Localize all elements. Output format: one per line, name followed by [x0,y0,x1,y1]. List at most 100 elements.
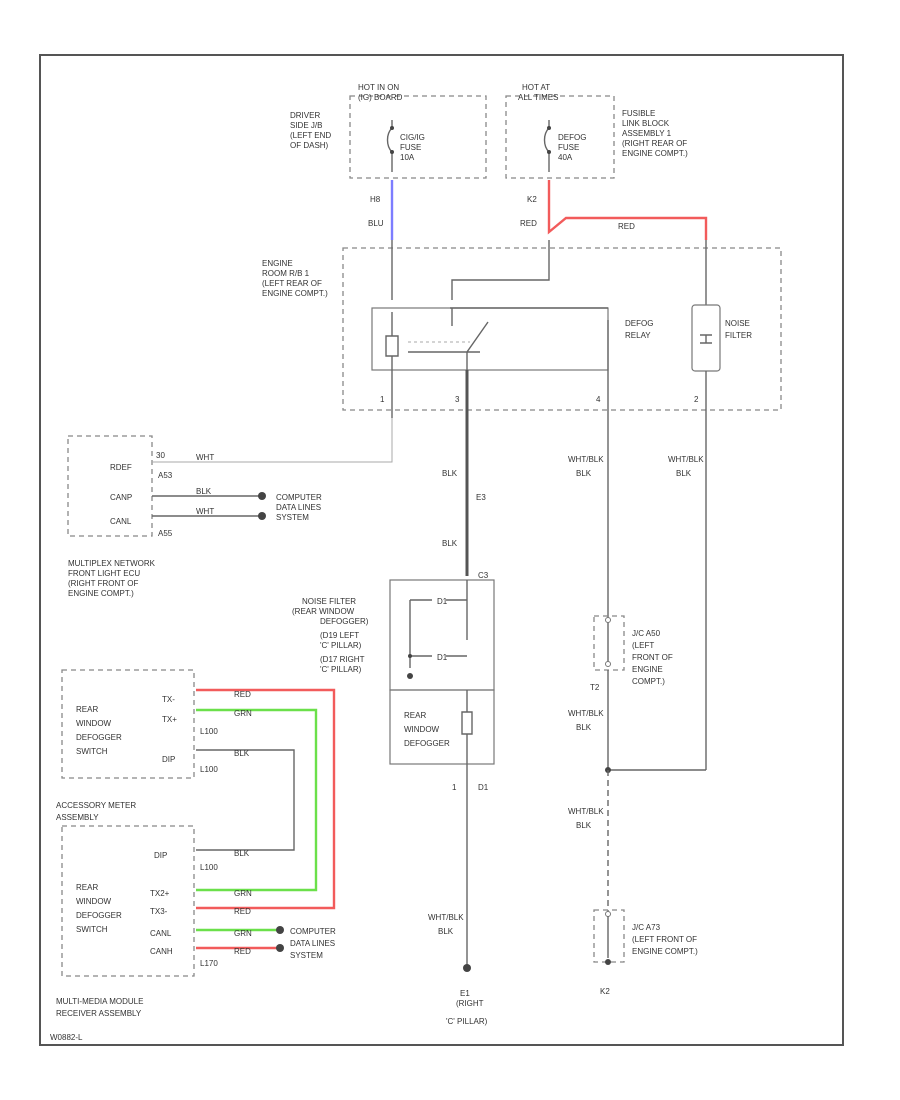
wire-blk-label-r4: BLK [576,821,592,830]
switch1-l100b-label: L100 [200,765,218,774]
switch2-red-label: RED [234,907,251,916]
svg-text:(LEFT FRONT OF: (LEFT FRONT OF [632,935,697,944]
switch-red-wire [196,688,336,910]
fusible-link-location: FUSIBLE LINK BLOCK ASSEMBLY 1 (RIGHT REA… [622,109,688,158]
svg-text:SYSTEM: SYSTEM [290,951,323,960]
svg-text:(D19 LEFT: (D19 LEFT [320,631,359,640]
svg-text:ROOM R/B 1: ROOM R/B 1 [262,269,310,278]
svg-text:MULTIPLEX NETWORK: MULTIPLEX NETWORK [68,559,156,568]
switch2-canl-arrow [276,926,284,934]
svg-text:SYSTEM: SYSTEM [276,513,309,522]
fuse2-label: DEFOG FUSE 40A [558,133,586,162]
jc-a73-pin-top [605,911,611,917]
center-blk-label-1: BLK [442,469,458,478]
red-wire-top [547,180,708,240]
svg-text:DEFOGGER): DEFOGGER) [320,617,369,626]
svg-text:COMPT.): COMPT.) [632,677,665,686]
svg-text:WINDOW: WINDOW [404,725,440,734]
ign-board-label: (IG) BOARD [358,93,403,102]
defog-relay-box [371,307,609,371]
switch1-grn-label: GRN [234,709,252,718]
switch2-module-name: MULTI-MEDIA MODULE RECEIVER ASSEMBLY [56,997,143,1018]
svg-text:ACCESSORY METER: ACCESSORY METER [56,801,136,810]
svg-text:(LEFT REAR OF: (LEFT REAR OF [262,279,322,288]
switch2-canh-red-label: RED [234,947,251,956]
hot-at-label-2: ALL TIMES [518,93,558,102]
pin1-label: 1 [452,783,457,792]
jc-a50-label: J/C A50 (LEFT FRONT OF ENGINE COMPT.) [632,629,673,686]
svg-text:FRONT LIGHT ECU: FRONT LIGHT ECU [68,569,140,578]
jc-a50-pin-bottom [605,661,611,667]
wire-blk-label-r1: BLK [576,469,592,478]
svg-text:COMPUTER: COMPUTER [276,493,322,502]
svg-text:OF DASH): OF DASH) [290,141,329,150]
hot-in-on-label: HOT IN ON [358,83,399,92]
switch2-txp-label: TX2+ [150,889,170,898]
engine-room-rb-label: ENGINE ROOM R/B 1 (LEFT REAR OF ENGINE C… [262,259,328,298]
svg-text:J/C A73: J/C A73 [632,923,661,932]
wire-red-label-1: RED [520,219,537,228]
svg-text:REAR: REAR [76,705,98,714]
svg-text:ASSEMBLY: ASSEMBLY [56,813,99,822]
svg-text:DEFOGGER: DEFOGGER [76,911,122,920]
ground-e1-dot [463,964,471,972]
ecu-pin30-label: 30 [156,451,165,460]
rear-defogger-box [389,689,495,765]
switch2-canh-label: CANH [150,947,173,956]
ecu-canl-label: CANL [110,517,132,526]
svg-text:FUSIBLE: FUSIBLE [622,109,655,118]
switch1-l100-label: L100 [200,727,218,736]
svg-text:(RIGHT REAR OF: (RIGHT REAR OF [622,139,687,148]
svg-text:(REAR WINDOW: (REAR WINDOW [292,607,355,616]
ecu-canp-label: CANP [110,493,132,502]
svg-text:DEFOG: DEFOG [558,133,586,142]
svg-text:10A: 10A [400,153,415,162]
relay-pin-labels: 1 3 4 2 [380,395,699,404]
svg-text:SWITCH: SWITCH [76,747,108,756]
svg-text:LINK BLOCK: LINK BLOCK [622,119,670,128]
svg-text:(LEFT: (LEFT [632,641,654,650]
relay-switch [408,308,489,370]
accessory-meter-label: ACCESSORY METER ASSEMBLY [56,801,136,822]
svg-text:J/C A50: J/C A50 [632,629,661,638]
engine-room-rb-box [342,247,782,411]
wire-wht-blk-label-3: WHT/BLK [568,709,604,718]
rear-defogger-label: REAR WINDOW DEFOGGER [404,711,450,748]
switch1-txp-label: TX+ [162,715,177,724]
ground-blk-label: BLK [438,927,454,936]
noise-ground-dot [407,673,413,679]
jc-a50-box [593,615,625,671]
svg-text:FRONT OF: FRONT OF [632,653,673,662]
defogger-d1-label: D1 [478,783,489,792]
svg-text:FUSE: FUSE [558,143,579,152]
ecu-a55-label: A55 [158,529,173,538]
switch2-l70-label: L170 [200,959,218,968]
noise-filter-label: NOISE FILTER (REAR WINDOW DEFOGGER) (D19… [292,597,369,674]
svg-text:ENGINE: ENGINE [632,665,663,674]
svg-text:RELAY: RELAY [625,331,651,340]
svg-text:ENGINE COMPT.): ENGINE COMPT.) [262,289,328,298]
svg-text:NOISE FILTER: NOISE FILTER [302,597,356,606]
jc-a73-dot [605,959,611,965]
fuse2-bottom-dot [547,150,551,154]
jc-a73-box [593,909,625,963]
driver-side-jb-location: DRIVER SIDE J/B (LEFT END OF DASH) [290,111,331,150]
svg-text:ENGINE COMPT.): ENGINE COMPT.) [68,589,134,598]
wire-wht-rdef [152,418,393,463]
svg-text:REAR: REAR [76,883,98,892]
svg-text:FILTER: FILTER [725,331,752,340]
front-light-ecu-name: MULTIPLEX NETWORK FRONT LIGHT ECU (RIGHT… [68,559,156,598]
svg-text:ASSEMBLY 1: ASSEMBLY 1 [622,129,672,138]
svg-text:(RIGHT FRONT OF: (RIGHT FRONT OF [68,579,138,588]
noise-filter-symbol [409,580,468,668]
switch2-canl-label: CANL [150,929,172,938]
svg-text:2: 2 [694,395,699,404]
svg-text:COMPUTER: COMPUTER [290,927,336,936]
switch1-red-label: RED [234,690,251,699]
svg-text:'C' PILLAR): 'C' PILLAR) [320,641,362,650]
noise-filter-rb-label: NOISE FILTER [725,319,752,340]
wire-blu-label: BLU [368,219,384,228]
wire-blk-label-r3: BLK [576,723,592,732]
svg-text:1: 1 [380,395,385,404]
